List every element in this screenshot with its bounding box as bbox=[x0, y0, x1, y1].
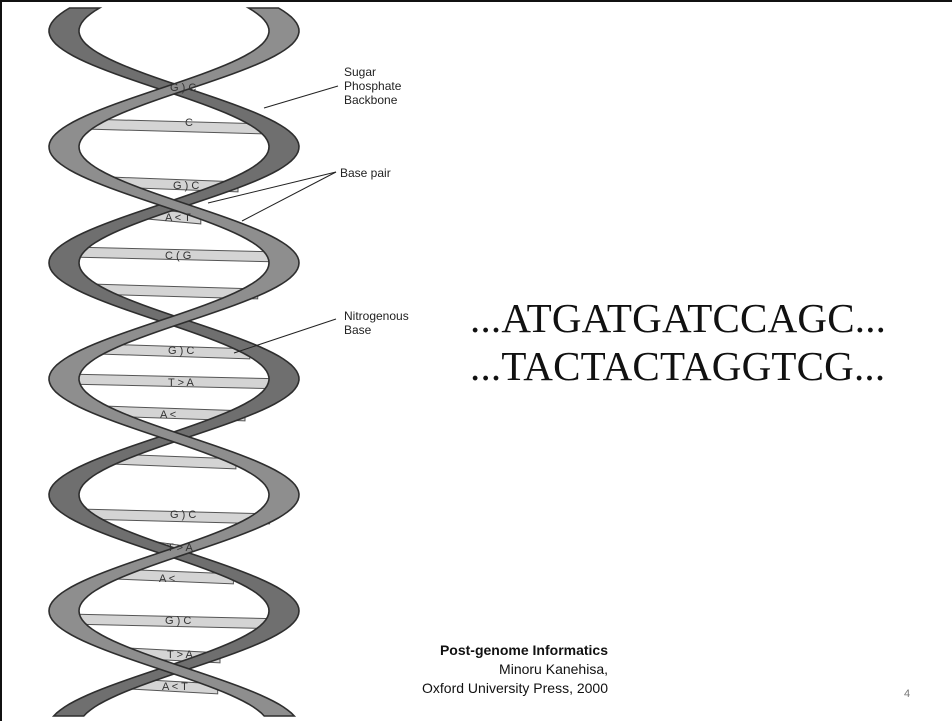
nitrogenous-label-line1: Nitrogenous bbox=[344, 309, 409, 323]
base-pair-rung bbox=[85, 119, 264, 134]
base-pair-letters-item: A < bbox=[159, 573, 175, 585]
base-pair-letters-item: G ) C bbox=[173, 180, 199, 192]
base-pair-letters-item: G ) C bbox=[170, 509, 196, 521]
backbone-label-line3: Backbone bbox=[344, 93, 398, 107]
page-number: 4 bbox=[904, 688, 910, 700]
citation-author: Minoru Kanehisa, bbox=[499, 661, 608, 677]
dna-double-helix-illustration: G ) C C G ) C A < T C ( G G ) C T > A A < G ) C T… bbox=[2, 2, 472, 723]
dna-sequence-bottom-strand: ...TACTACTAGGTCG... bbox=[470, 342, 885, 390]
base-pair-letters-item: G ) C bbox=[170, 82, 196, 94]
backbone-leader-line bbox=[264, 86, 338, 108]
dna-sequence-top-strand: ...ATGATGATCCAGC... bbox=[470, 294, 886, 342]
base-pair-letters-item: T > A bbox=[167, 542, 193, 554]
backbone-label-line2: Phosphate bbox=[344, 79, 402, 93]
base-pair-letters-item: T > A bbox=[167, 649, 193, 661]
base-pair-letters: G ) C C G ) C A < T C ( G G ) C T > A A < G ) C T… bbox=[159, 82, 199, 693]
base-pair-label: Base pair bbox=[340, 166, 391, 180]
base-pair-letters-item: C ( G bbox=[165, 250, 191, 262]
nitrogenous-label-line2: Base bbox=[344, 323, 372, 337]
nitrogenous-leader-line bbox=[234, 319, 336, 353]
backbone-label-line1: Sugar bbox=[344, 65, 376, 79]
base-pair-letters-item: A < T bbox=[162, 681, 188, 693]
citation-title: Post-genome Informatics bbox=[440, 642, 608, 658]
base-pair-letters-item: A < T bbox=[165, 212, 191, 224]
base-pair-letters-item: G ) C bbox=[165, 615, 191, 627]
base-pair-letters-item: C bbox=[185, 117, 193, 129]
base-pair-letters-item: T > A bbox=[168, 377, 194, 389]
base-pair-letters-item: A < bbox=[160, 409, 176, 421]
base-pair-letters-item: G ) C bbox=[168, 345, 194, 357]
citation-publisher: Oxford University Press, 2000 bbox=[422, 680, 608, 696]
